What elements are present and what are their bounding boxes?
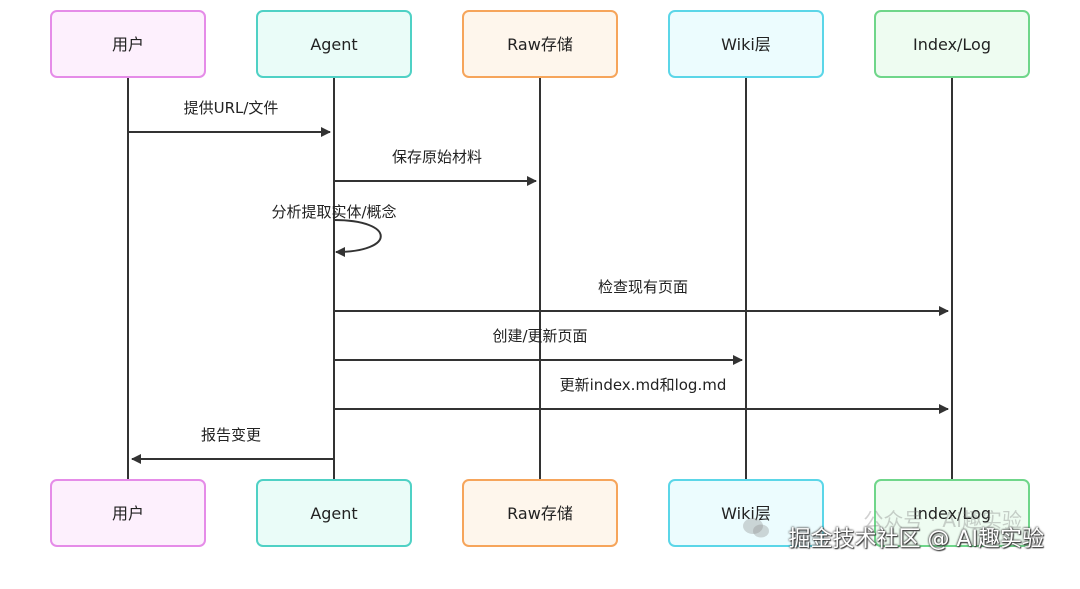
message-label-2: 保存原始材料 [392, 148, 482, 166]
actor-label-agent: Agent [310, 35, 357, 54]
message-7: 报告变更 [131, 426, 334, 464]
actor-label-agent: Agent [310, 504, 357, 523]
actor-box-user-bottom: 用户 [50, 479, 206, 547]
actor-label-wiki: Wiki层 [721, 504, 771, 523]
actor-label-raw: Raw存储 [507, 35, 573, 54]
message-label-3: 分析提取实体/概念 [271, 203, 396, 221]
message-6: 更新index.md和log.md [334, 376, 949, 414]
watermark-top-text: 公众号 · AI趣实验 [863, 508, 1022, 532]
actor-box-index-top: Index/Log [874, 10, 1030, 78]
actor-box-user-top: 用户 [50, 10, 206, 78]
wechat-icon [743, 518, 769, 538]
actor-label-raw: Raw存储 [507, 504, 573, 523]
actor-box-wiki-bottom: Wiki层 [668, 479, 824, 547]
message-2: 保存原始材料 [334, 148, 537, 186]
message-4: 检查现有页面 [334, 278, 949, 316]
actor-box-wiki-top: Wiki层 [668, 10, 824, 78]
actor-label-wiki: Wiki层 [721, 35, 771, 54]
actor-box-agent-bottom: Agent [256, 479, 412, 547]
watermark-bottom-text: 掘金技术社区 @ AI趣实验 [788, 527, 1044, 552]
actor-label-index: Index/Log [913, 504, 991, 523]
message-label-4: 检查现有页面 [598, 278, 688, 296]
message-label-6: 更新index.md和log.md [560, 376, 727, 394]
actor-label-user: 用户 [112, 35, 144, 54]
message-label-1: 提供URL/文件 [184, 99, 279, 117]
actor-box-raw-bottom: Raw存储 [462, 479, 618, 547]
message-label-7: 报告变更 [201, 426, 261, 444]
actor-box-index-bottom: Index/Log [874, 479, 1030, 547]
actor-label-user: 用户 [112, 504, 144, 523]
actor-label-index: Index/Log [913, 35, 991, 54]
actor-box-raw-top: Raw存储 [462, 10, 618, 78]
message-1: 提供URL/文件 [128, 99, 331, 137]
message-5: 创建/更新页面 [334, 327, 743, 365]
message-label-5: 创建/更新页面 [492, 327, 587, 345]
actor-box-agent-top: Agent [256, 10, 412, 78]
message-3: 分析提取实体/概念 [271, 203, 397, 257]
